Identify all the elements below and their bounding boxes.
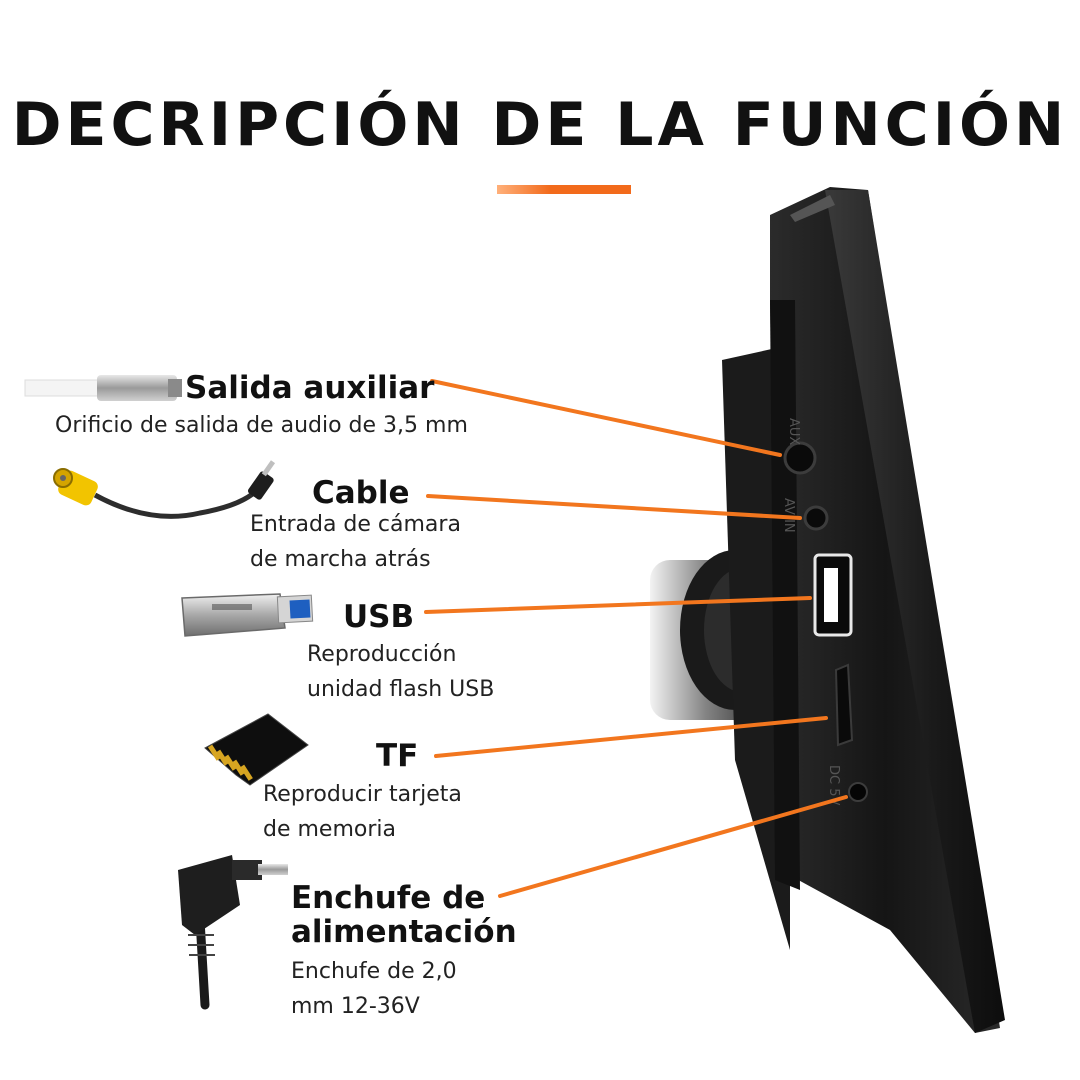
leader-tf: [434, 716, 828, 758]
tf-slot: [834, 663, 854, 747]
power-plug-label-line1: Enchufe de: [291, 880, 486, 916]
page-title: DECRIPCIÓN DE LA FUNCIÓN: [11, 90, 1069, 160]
cable-desc-line1: Entrada de cámara: [250, 512, 461, 537]
leader-cable: [426, 494, 802, 520]
sd-card-icon: [204, 713, 309, 786]
aux-output-desc: Orificio de salida de audio de 3,5 mm: [55, 413, 468, 438]
device-ports: AUX AV IN DC 5V: [781, 418, 868, 805]
aux-marking: AUX: [786, 418, 801, 445]
title-accent-bar: [497, 185, 631, 194]
tf-desc-line2: de memoria: [263, 817, 396, 842]
power-plug-desc-line2: mm 12-36V: [291, 994, 420, 1019]
dc-plug-icon: [178, 855, 288, 1010]
usb-drive-icon: [181, 593, 314, 637]
device-side-view: [722, 187, 1005, 1033]
tf-label: TF: [376, 738, 419, 774]
cable-label: Cable: [312, 475, 410, 511]
power-plug-desc-line1: Enchufe de 2,0: [291, 959, 457, 984]
usb-label: USB: [343, 599, 415, 635]
leader-lines: [424, 379, 848, 898]
leader-aux: [430, 379, 782, 457]
rca-cable-icon: [53, 460, 276, 519]
dc-port: [848, 782, 868, 802]
av-in-port: [803, 505, 829, 531]
power-plug-label-line2: alimentación: [291, 914, 517, 950]
leader-dc: [498, 795, 848, 898]
dc-marking: DC 5V: [826, 765, 841, 805]
usb-desc-line2: unidad flash USB: [307, 677, 495, 702]
aux-cable-icon: [24, 375, 182, 401]
usb-desc-line1: Reproducción: [307, 642, 457, 667]
cable-desc-line2: de marcha atrás: [250, 547, 431, 572]
aux-port: [783, 441, 817, 475]
tf-desc-line1: Reproducir tarjeta: [263, 782, 462, 807]
leader-usb: [424, 596, 812, 614]
aux-output-label: Salida auxiliar: [185, 370, 435, 406]
